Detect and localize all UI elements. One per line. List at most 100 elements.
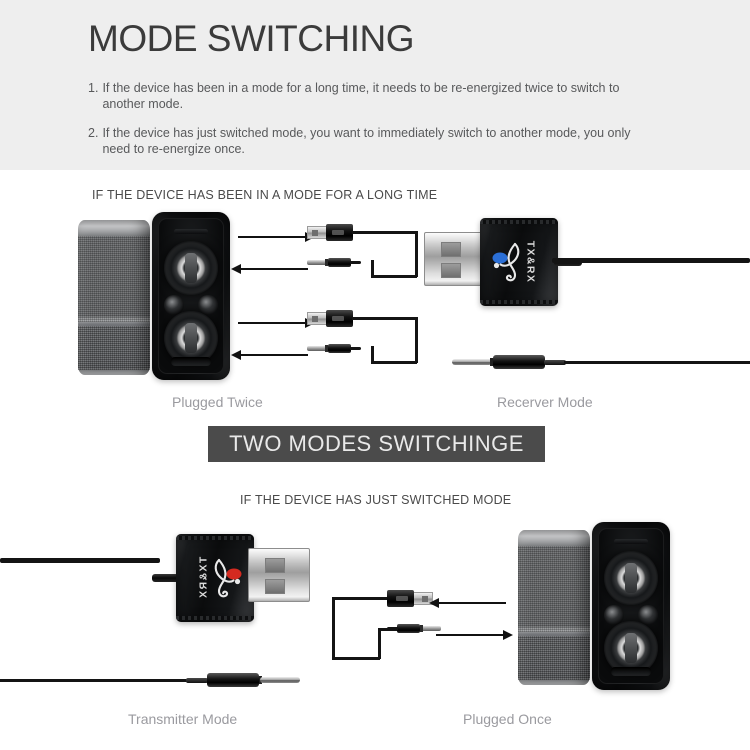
speaker-driver-icon [164, 241, 218, 295]
adapter-shell: TX&RX [176, 534, 254, 622]
adapter-shell: TX&RX [480, 218, 558, 306]
speaker-top-vent [174, 229, 208, 234]
tweeter-icon [604, 605, 624, 625]
jack-tip [307, 346, 327, 351]
jack-ring [490, 358, 493, 366]
audio-jack-icon [387, 624, 441, 633]
jack-sleeve [328, 344, 351, 353]
list-item-text: If the device has been in a mode for a l… [102, 81, 620, 111]
bass-port [171, 357, 211, 366]
jack-tip [452, 359, 492, 365]
cable-assembly-top-2 [307, 310, 477, 380]
box-speaker-icon [592, 522, 670, 690]
caption-receiver-mode: Recerver Mode [497, 394, 593, 410]
jack-neck [387, 627, 398, 630]
list-item: 1. If the device has been in a mode for … [88, 80, 654, 112]
wire-segment [0, 558, 160, 563]
arrow-left-icon [231, 264, 308, 274]
wire-segment [0, 679, 188, 682]
wire-segment [552, 258, 750, 263]
list-item-number: 2. [88, 126, 99, 140]
wire-segment [332, 597, 335, 659]
jack-neck [350, 347, 361, 350]
wire-segment [378, 628, 381, 659]
usb-connector-icon [424, 232, 486, 286]
usb-body [326, 224, 353, 241]
usb-pad [441, 242, 461, 257]
usb-body [387, 590, 414, 607]
caption-plugged-twice: Plugged Twice [172, 394, 263, 410]
usb-body [326, 310, 353, 327]
speaker-pair-top [78, 212, 233, 380]
usb-contact [307, 226, 327, 239]
aux-cable-bottom [0, 673, 300, 687]
caption-plugged-once: Plugged Once [463, 711, 552, 727]
usb-plug-icon [307, 224, 353, 241]
arrow-left-icon [429, 598, 506, 608]
jack-sleeve [493, 355, 545, 369]
wire-segment [332, 657, 380, 660]
jack-neck [350, 261, 361, 264]
arrow-right-icon [238, 232, 315, 242]
speaker-driver-icon [604, 621, 658, 675]
wire-segment [415, 231, 418, 277]
jack-sleeve [328, 258, 351, 267]
music-note-logo-icon [488, 240, 532, 284]
jack-tip [421, 626, 441, 631]
jack-tip [307, 260, 327, 265]
page-title: MODE SWITCHING [88, 18, 414, 59]
audio-jack-icon [307, 344, 361, 353]
jack-neck [544, 359, 566, 365]
speaker-pair-bottom [518, 522, 673, 690]
bluetooth-adapter-top: TX&RX [424, 218, 582, 306]
speaker-driver-icon [604, 551, 658, 605]
device-label-txrx: TX&RX [524, 240, 537, 284]
usb-pad [265, 579, 285, 594]
jack-ring [325, 259, 328, 266]
speaker-face [598, 528, 664, 684]
wire-segment [564, 361, 750, 364]
speaker-top-vent [614, 539, 648, 544]
aux-cable-top [452, 355, 750, 369]
cylindrical-speaker-icon [78, 220, 150, 375]
tweeter-icon [198, 295, 218, 315]
wire-segment [415, 317, 418, 363]
adapter-cable [152, 574, 180, 582]
speaker-face [158, 218, 224, 374]
usb-contact [307, 312, 327, 325]
music-note-logo-icon [202, 556, 246, 600]
usb-pad [441, 263, 461, 278]
caption-transmitter-mode: Transmitter Mode [128, 711, 238, 727]
arrow-left-icon [231, 350, 308, 360]
header-band: MODE SWITCHING 1. If the device has been… [0, 0, 750, 170]
audio-jack-icon [307, 258, 361, 267]
arrow-right-icon [436, 630, 513, 640]
mode-banner: TWO MODES SWITCHINGE [208, 426, 545, 462]
cylindrical-speaker-icon [518, 530, 590, 685]
list-item: 2. If the device has just switched mode,… [88, 125, 654, 157]
section-heading-bottom: IF THE DEVICE HAS JUST SWITCHED MODE [240, 493, 512, 507]
tweeter-icon [638, 605, 658, 625]
jack-sleeve [397, 624, 420, 633]
wire-segment [371, 275, 417, 278]
arrow-right-icon [238, 318, 315, 328]
instruction-list: 1. If the device has been in a mode for … [88, 80, 654, 170]
list-item-text: If the device has just switched mode, yo… [102, 126, 631, 156]
jack-tip [260, 677, 300, 683]
cable-assembly-top-1 [307, 224, 477, 294]
jack-ring [420, 625, 423, 632]
wire-segment [371, 346, 374, 363]
wire-segment [352, 317, 418, 320]
tweeter-icon [164, 295, 184, 315]
bluetooth-adapter-bottom: TX&RX [152, 534, 310, 622]
usb-plug-icon [387, 590, 433, 607]
usb-pad [265, 558, 285, 573]
mode-banner-text: TWO MODES SWITCHINGE [229, 431, 524, 456]
box-speaker-icon [152, 212, 230, 380]
jack-ring [325, 345, 328, 352]
speaker-driver-icon [164, 311, 218, 365]
wire-segment [371, 260, 374, 277]
jack-sleeve [207, 673, 259, 687]
section-heading-top: IF THE DEVICE HAS BEEN IN A MODE FOR A L… [92, 188, 438, 202]
list-item-number: 1. [88, 81, 99, 95]
